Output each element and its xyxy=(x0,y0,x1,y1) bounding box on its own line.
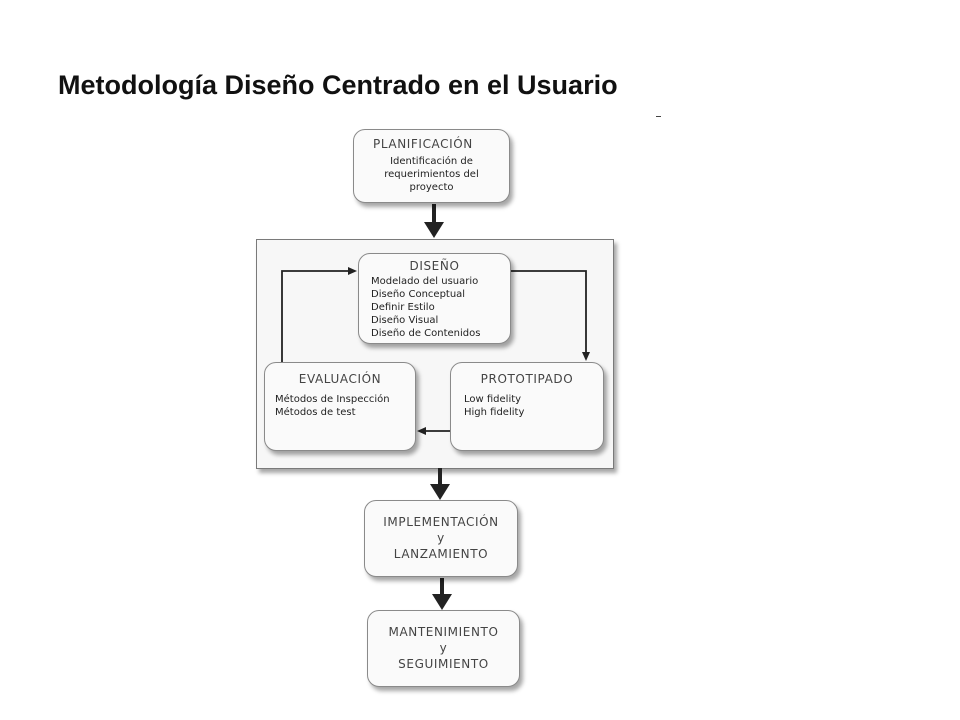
description-line: Identificación de xyxy=(390,156,473,167)
node-prototipado-title: PROTOTIPADO xyxy=(480,372,574,386)
description-line: Definir Estilo xyxy=(371,302,435,313)
arrow-prototipado-to-evaluacion xyxy=(417,427,450,435)
description-line: Diseño de Contenidos xyxy=(371,328,481,339)
label-line: MANTENIMIENTO xyxy=(388,625,499,639)
label-line: LANZAMIENTO xyxy=(393,547,489,561)
node-implementacion-label: IMPLEMENTACIÓN y LANZAMIENTO xyxy=(365,501,517,562)
node-mantenimiento: MANTENIMIENTO y SEGUIMIENTO xyxy=(367,610,520,687)
description-line: requerimientos del xyxy=(384,169,479,180)
description-line: Diseño Conceptual xyxy=(371,289,466,300)
arrow-planificacion-to-cycle xyxy=(424,204,444,238)
arrow-implementacion-to-mantenimiento xyxy=(432,578,452,610)
label-line: y xyxy=(439,641,448,655)
decorative-mark xyxy=(656,116,661,117)
description-line: proyecto xyxy=(409,182,454,193)
arrow-diseno-to-prototipado xyxy=(511,270,590,361)
node-prototipado-description: Low fidelity High fidelity xyxy=(451,386,603,419)
description-line: High fidelity xyxy=(464,407,525,418)
node-implementacion: IMPLEMENTACIÓN y LANZAMIENTO xyxy=(364,500,518,577)
arrow-evaluacion-to-diseno xyxy=(281,267,357,362)
node-planificacion: PLANIFICACIÓN Identificación de requerim… xyxy=(353,129,510,203)
node-evaluacion-title: EVALUACIÓN xyxy=(298,372,382,386)
description-line: Modelado del usuario xyxy=(371,276,479,287)
node-prototipado: PROTOTIPADO Low fidelity High fidelity xyxy=(450,362,604,451)
description-line: Métodos de Inspección xyxy=(275,394,390,405)
arrow-cycle-to-implementacion xyxy=(430,468,450,500)
label-line: IMPLEMENTACIÓN xyxy=(383,515,499,529)
description-line: Métodos de test xyxy=(275,407,356,418)
node-planificacion-description: Identificación de requerimientos del pro… xyxy=(354,151,509,194)
node-diseno-title: DISEÑO xyxy=(409,259,460,273)
node-diseno-description: Modelado del usuario Diseño Conceptual D… xyxy=(359,273,510,340)
node-mantenimiento-label: MANTENIMIENTO y SEGUIMIENTO xyxy=(368,611,519,672)
node-evaluacion: EVALUACIÓN Métodos de Inspección Métodos… xyxy=(264,362,416,451)
node-evaluacion-description: Métodos de Inspección Métodos de test xyxy=(265,386,415,419)
node-planificacion-title: PLANIFICACIÓN xyxy=(373,137,473,151)
label-line: SEGUIMIENTO xyxy=(398,657,489,671)
node-diseno: DISEÑO Modelado del usuario Diseño Conce… xyxy=(358,253,511,344)
slide-title: Metodología Diseño Centrado en el Usuari… xyxy=(58,70,618,100)
description-line: Diseño Visual xyxy=(371,315,439,326)
description-line: Low fidelity xyxy=(464,394,522,405)
label-line: y xyxy=(437,531,445,545)
